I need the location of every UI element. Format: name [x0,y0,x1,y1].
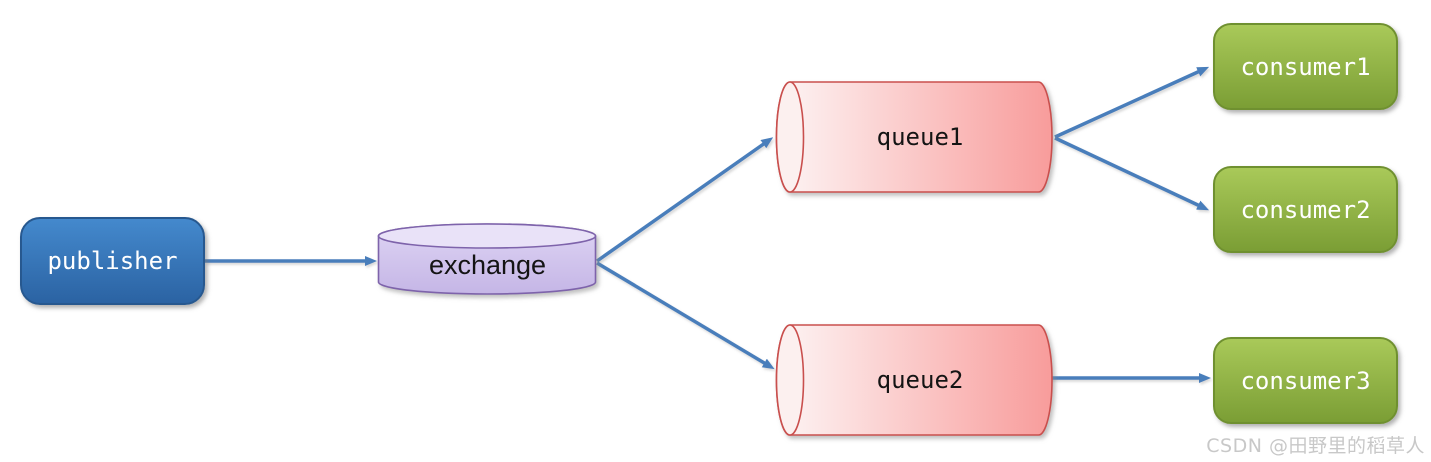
node-consumer2: consumer2 [1213,166,1398,253]
watermark: CSDN @田野里的稻草人 [1206,435,1425,457]
node-consumer3-label: consumer3 [1240,366,1371,395]
node-exchange-shape [377,223,597,295]
node-queue2-label: queue2 [876,366,964,394]
node-exchange-label-wrap: exchange [378,250,597,280]
node-queue2-label-wrap: queue2 [788,364,1052,396]
node-consumer1-label: consumer1 [1240,52,1371,81]
node-queue2-shape [775,324,1053,436]
edge-queue1-to-consumer2 [1054,136,1210,211]
node-queue1-shape [775,81,1053,193]
edge-exchange-to-queue2 [596,261,775,370]
node-consumer3: consumer3 [1213,337,1398,424]
node-queue1-label-wrap: queue1 [788,121,1052,153]
edges [205,66,1211,383]
node-publisher: publisher [20,217,205,305]
node-publisher-label: publisher [47,247,178,275]
node-exchange-label: exchange [428,249,547,280]
edge-queue1-to-consumer1 [1054,66,1210,139]
node-consumer2-label: consumer2 [1240,195,1371,224]
node-consumer1: consumer1 [1213,23,1398,110]
edge-exchange-to-queue1 [595,137,774,263]
node-queue1-label: queue1 [876,123,964,151]
